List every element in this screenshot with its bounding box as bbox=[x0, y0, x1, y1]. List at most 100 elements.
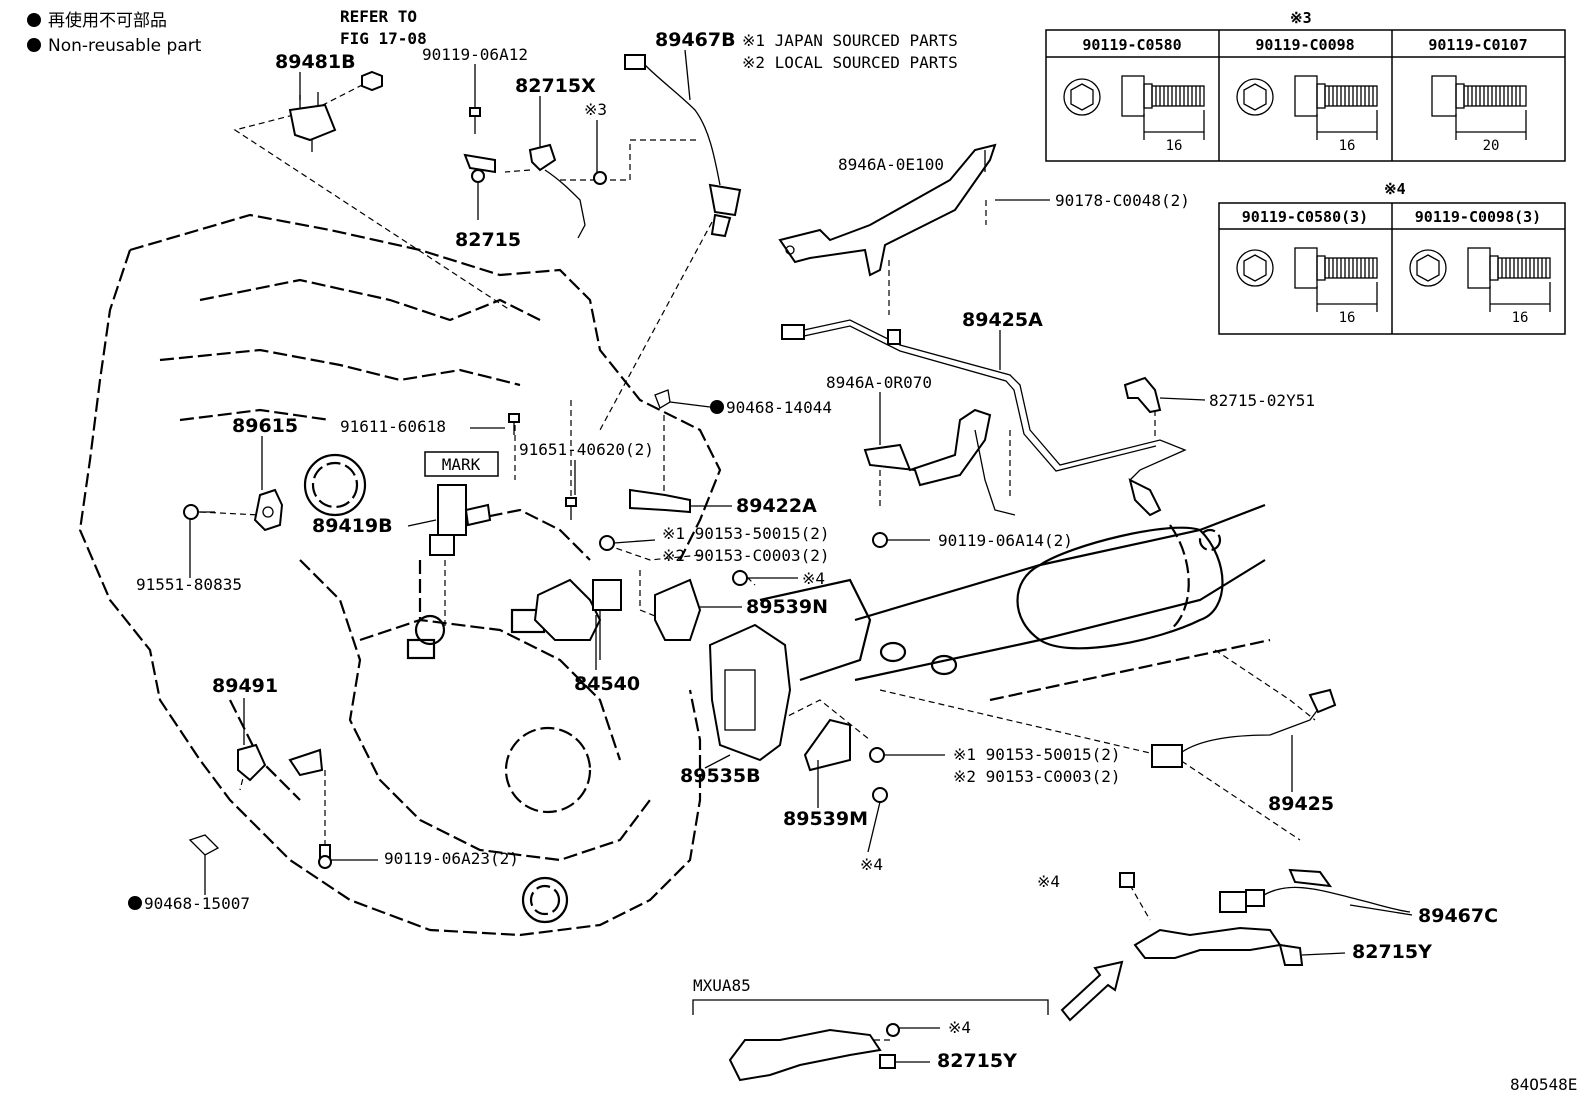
part-89539M-bracket[interactable] bbox=[803, 718, 851, 772]
label-90468-15007[interactable]: 90468-15007 bbox=[144, 894, 250, 913]
bolt-side-icon bbox=[1294, 247, 1378, 289]
bolt-table-4-header: ※4 bbox=[1384, 180, 1406, 198]
part-8946A-0R070-bracket[interactable] bbox=[863, 408, 1016, 516]
bolt-side-icon bbox=[1431, 75, 1527, 117]
bolt-table-4-dim-2: 16 bbox=[1512, 310, 1529, 326]
label-89425A[interactable]: 89425A bbox=[962, 309, 1043, 331]
label-91611-60618[interactable]: 91611-60618 bbox=[340, 417, 446, 436]
part-82715X-harness[interactable] bbox=[528, 143, 607, 239]
label-89422A[interactable]: 89422A bbox=[736, 495, 817, 517]
part-89539N-bracket[interactable] bbox=[654, 578, 702, 641]
refer-to-note: REFER TO bbox=[340, 7, 417, 26]
label-90153-C0003-b[interactable]: ※2 90153-C0003(2) bbox=[953, 767, 1121, 786]
part-82715-02Y51-clamp[interactable] bbox=[1123, 376, 1162, 414]
label-89425[interactable]: 89425 bbox=[1268, 793, 1334, 815]
mxua85-bracket-group[interactable] bbox=[692, 999, 1049, 1082]
label-89419B[interactable]: 89419B bbox=[312, 515, 393, 537]
label-89535B[interactable]: 89535B bbox=[680, 765, 761, 787]
bolt-table-3: ※3 90119-C0580 90119-C0098 90119-C0107 1… bbox=[1045, 9, 1566, 162]
part-8946A-0E100-bracket[interactable] bbox=[778, 143, 997, 277]
bolt-table-4-col-1: 90119-C0580(3) bbox=[1242, 208, 1368, 226]
label-90119-06A14[interactable]: 90119-06A14(2) bbox=[938, 531, 1073, 550]
bolt-icon bbox=[469, 107, 481, 134]
bolt-icon bbox=[318, 844, 332, 869]
part-89467C-oxygen-sensor[interactable] bbox=[1219, 868, 1411, 913]
bolt-table-3-header: ※3 bbox=[1290, 9, 1312, 27]
label-note4-a: ※4 bbox=[802, 569, 825, 588]
non-reusable-dot-icon bbox=[128, 896, 142, 910]
label-8946A-0R070[interactable]: 8946A-0R070 bbox=[826, 373, 932, 392]
nut-icon bbox=[361, 70, 383, 92]
exhaust-catalyst bbox=[759, 503, 1271, 702]
label-89615[interactable]: 89615 bbox=[232, 415, 298, 437]
label-89467B[interactable]: 89467B bbox=[655, 29, 736, 51]
mark-label-box: MARK bbox=[424, 451, 499, 477]
part-89425A-sensor-harness[interactable] bbox=[781, 319, 1187, 517]
bolt-hex-head-icon bbox=[1236, 249, 1274, 287]
part-89419B-cam-sensor[interactable] bbox=[429, 484, 492, 556]
note-japan-sourced: ※1 JAPAN SOURCED PARTS bbox=[742, 31, 958, 50]
fig-reference-link[interactable]: FIG 17-08 bbox=[340, 29, 427, 48]
label-note4-b: ※4 bbox=[860, 855, 883, 874]
label-8946A-0E100[interactable]: 8946A-0E100 bbox=[838, 155, 944, 174]
label-89481B[interactable]: 89481B bbox=[275, 51, 356, 73]
bolt-side-icon bbox=[1121, 75, 1205, 117]
label-89539M[interactable]: 89539M bbox=[783, 808, 868, 830]
label-90119-06A12[interactable]: 90119-06A12 bbox=[422, 45, 528, 64]
bolt-table-4-dim-1: 16 bbox=[1339, 310, 1356, 326]
label-82715-02Y51[interactable]: 82715-02Y51 bbox=[1209, 391, 1315, 410]
bolt-table-3-col-3: 90119-C0107 bbox=[1428, 36, 1527, 54]
bolt-hex-socket-icon bbox=[1409, 249, 1447, 287]
non-reusable-dot-icon bbox=[27, 13, 41, 27]
part-89615-knock-sensor[interactable] bbox=[253, 488, 284, 532]
label-91551-80835[interactable]: 91551-80835 bbox=[136, 575, 242, 594]
label-90468-14044[interactable]: 90468-14044 bbox=[726, 398, 832, 417]
part-89535B-ecu[interactable] bbox=[708, 623, 792, 762]
bolt-hex-head-icon bbox=[1063, 78, 1101, 116]
clip-icon bbox=[654, 389, 671, 409]
label-leaders bbox=[189, 49, 1413, 1063]
clip-icon bbox=[188, 834, 220, 856]
label-90153-50015-b[interactable]: ※1 90153-50015(2) bbox=[953, 745, 1121, 764]
non-reusable-dot-icon bbox=[27, 38, 41, 52]
label-84540[interactable]: 84540 bbox=[574, 673, 640, 695]
part-89491-sensor[interactable] bbox=[237, 743, 324, 782]
bolt-table-4: ※4 90119-C0580(3) 90119-C0098(3) 16 bbox=[1218, 180, 1566, 335]
label-82715Y-a[interactable]: 82715Y bbox=[1352, 941, 1432, 963]
part-82715-bracket[interactable] bbox=[463, 153, 496, 220]
note-local-sourced: ※2 LOCAL SOURCED PARTS bbox=[742, 53, 958, 72]
legend-title-jp: 再使用不可部品 bbox=[48, 10, 167, 31]
diagram-id: 84O548E bbox=[1510, 1075, 1577, 1094]
label-89539N[interactable]: 89539N bbox=[746, 596, 828, 618]
direction-arrow-icon bbox=[1060, 960, 1124, 1022]
label-90119-06A23[interactable]: 90119-06A23(2) bbox=[384, 849, 519, 868]
label-89467C[interactable]: 89467C bbox=[1418, 905, 1498, 927]
bolt-table-3-col-1: 90119-C0580 bbox=[1082, 36, 1181, 54]
mark-label: MARK bbox=[442, 455, 481, 474]
bolt-table-4-col-2: 90119-C0098(3) bbox=[1415, 208, 1541, 226]
bolt-hex-socket-icon bbox=[1236, 78, 1274, 116]
part-84540-neutral-switch[interactable] bbox=[533, 578, 622, 660]
part-89481B-sensor[interactable] bbox=[288, 92, 337, 152]
label-90178-C0048[interactable]: 90178-C0048(2) bbox=[1055, 191, 1190, 210]
label-note4-c: ※4 bbox=[1037, 872, 1060, 891]
legend-title-en: Non-reusable part bbox=[48, 36, 202, 56]
bolt-icon bbox=[183, 504, 215, 520]
label-82715[interactable]: 82715 bbox=[455, 229, 521, 251]
label-82715X[interactable]: 82715X bbox=[515, 75, 596, 97]
bolt-side-icon bbox=[1294, 75, 1378, 117]
part-89425-sensor[interactable] bbox=[1151, 688, 1337, 768]
label-90153-50015-a[interactable]: ※1 90153-50015(2) bbox=[662, 524, 830, 543]
label-89491[interactable]: 89491 bbox=[212, 675, 278, 697]
part-82715Y-bracket[interactable] bbox=[1119, 872, 1304, 966]
label-mxua85: MXUA85 bbox=[693, 976, 751, 995]
bolt-table-3-col-2: 90119-C0098 bbox=[1255, 36, 1354, 54]
label-82715Y-b[interactable]: 82715Y bbox=[937, 1050, 1017, 1072]
bolt-table-3-dim-2: 16 bbox=[1339, 138, 1356, 154]
non-reusable-dot-icon bbox=[710, 400, 724, 414]
part-89467B-oxygen-sensor[interactable] bbox=[624, 54, 742, 238]
part-89422A-temp-sensor[interactable] bbox=[629, 488, 691, 514]
label-90153-C0003-a[interactable]: ※2 90153-C0003(2) bbox=[662, 546, 830, 565]
bolt-side-icon bbox=[1467, 247, 1551, 289]
label-91651-40620[interactable]: 91651-40620(2) bbox=[519, 440, 654, 459]
